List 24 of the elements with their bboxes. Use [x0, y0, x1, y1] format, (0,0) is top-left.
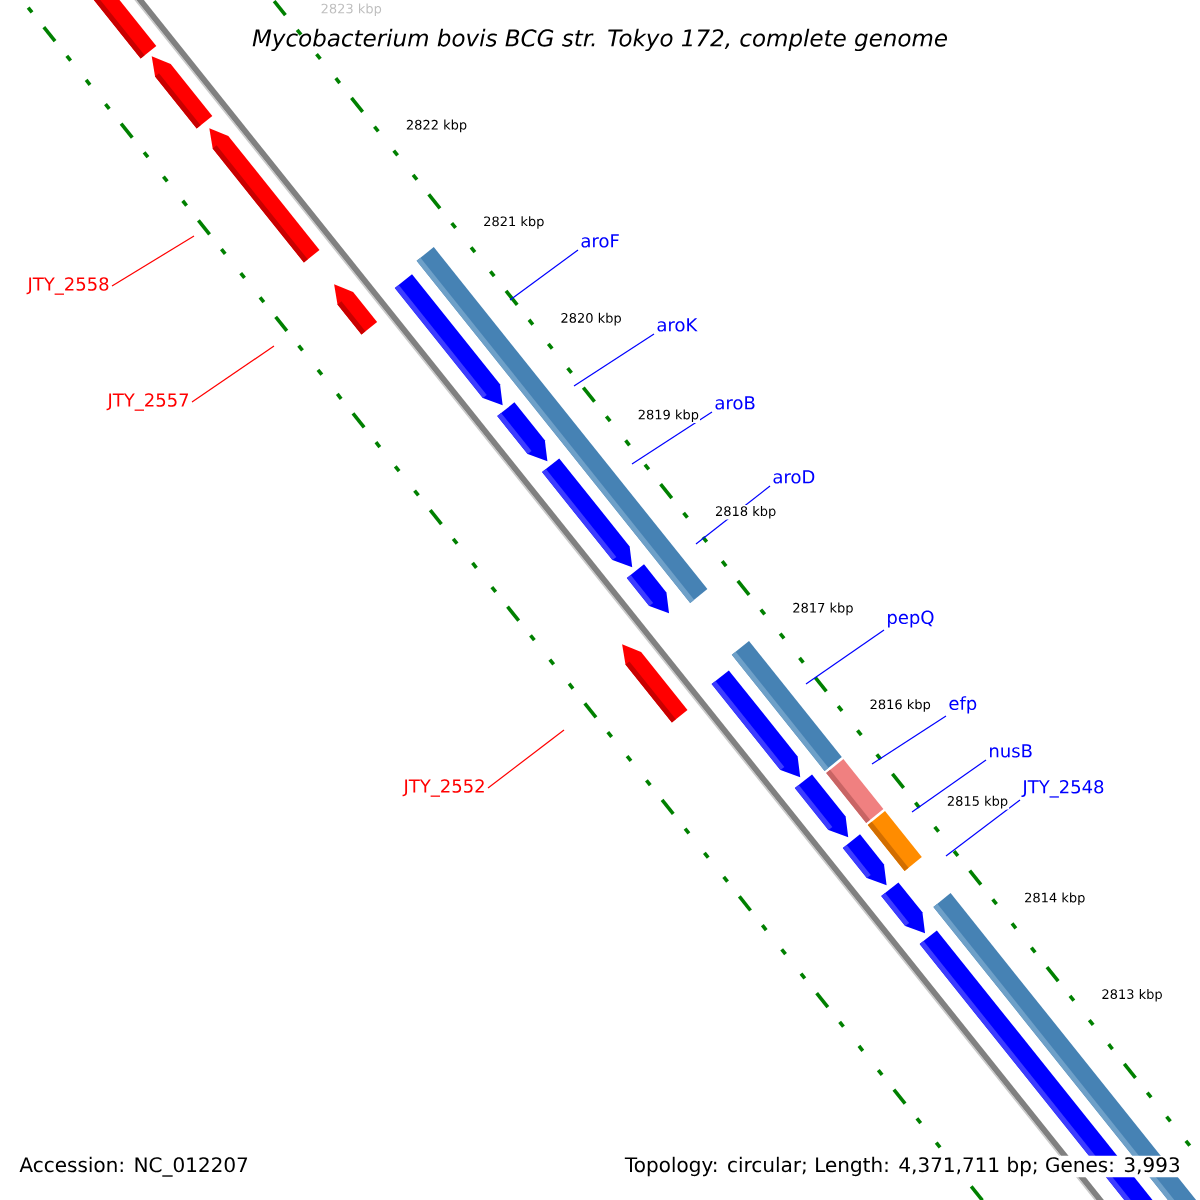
title: Mycobacterium bovis BCG str. Tokyo 172, complete genome	[252, 28, 947, 52]
genome-info-label: Topology: circular; Length: 4,371,711 bp; Genes: 3,993	[623, 1155, 1182, 1178]
gene-label: JTY_2552	[402, 779, 484, 797]
gene-label: pepQ	[888, 610, 934, 628]
accession-label: Accession: NC_012207	[19, 1156, 248, 1177]
leader-line	[631, 411, 713, 465]
gene-label: aroD	[773, 470, 815, 484]
gene-label: JTY_2558	[26, 277, 109, 295]
leader-line	[487, 729, 565, 789]
leader-line	[911, 759, 987, 813]
gene-label: aroB	[715, 396, 755, 410]
gene-label: aroK	[657, 318, 698, 332]
gene-label: nusB	[990, 744, 1032, 758]
gene-label: JTY_2548	[1021, 780, 1104, 798]
leader-line	[509, 249, 579, 301]
gene-label: efp	[949, 696, 977, 714]
leader-line	[573, 333, 655, 387]
leader-line	[805, 629, 885, 685]
gene-label: JTY_2557	[106, 393, 189, 411]
gene-label: aroF	[581, 234, 619, 248]
leader-line	[871, 715, 947, 765]
leader-line	[111, 235, 195, 287]
leader-line	[945, 799, 1021, 857]
leader-line	[191, 345, 275, 403]
